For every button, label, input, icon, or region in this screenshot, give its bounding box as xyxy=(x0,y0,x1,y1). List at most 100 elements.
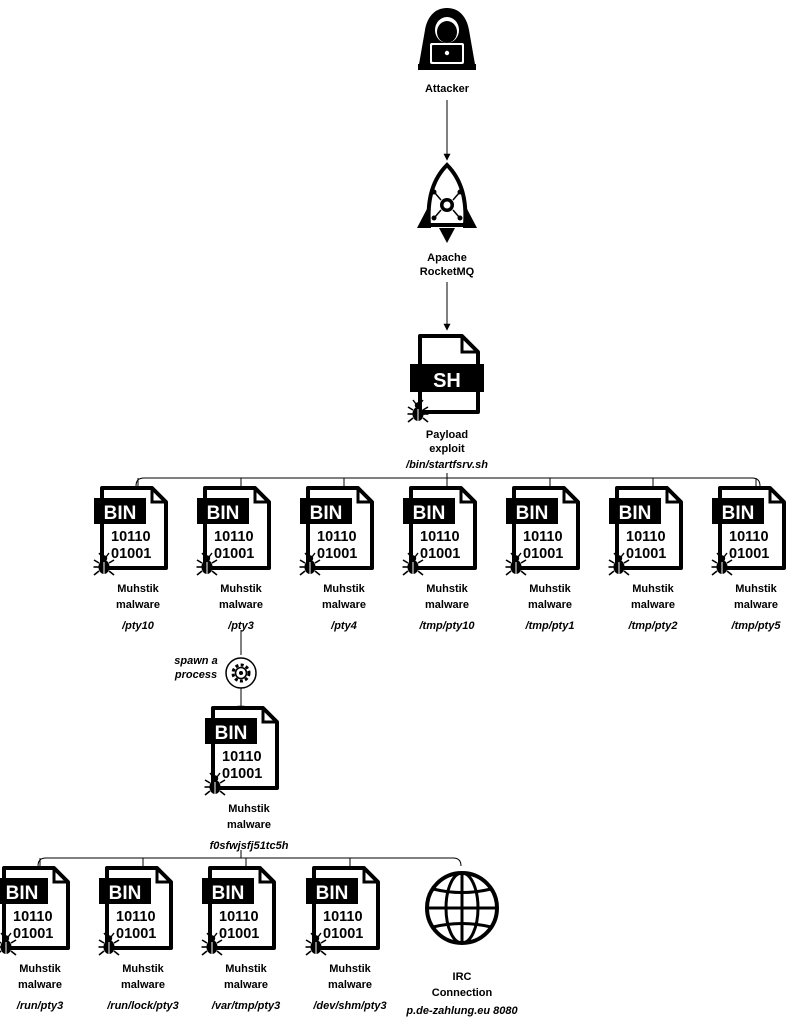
file-path: /tmp/pty5 xyxy=(731,620,782,632)
payload-path: /bin/startfsrv.sh xyxy=(405,459,488,471)
file-path: /dev/shm/pty3 xyxy=(312,1000,386,1012)
file-fold xyxy=(150,488,166,504)
bin-tag-box xyxy=(300,498,352,524)
file-fold xyxy=(362,868,378,884)
malware-label-line1: Muhstik xyxy=(323,583,365,595)
bin-tag: BIN xyxy=(207,503,240,524)
bin-line2: 01001 xyxy=(626,546,666,562)
bin-line1: 10110 xyxy=(222,749,262,765)
bin-line2: 01001 xyxy=(729,546,769,562)
file-path: /tmp/pty1 xyxy=(525,620,575,632)
bin-line1: 10110 xyxy=(323,909,363,925)
bin-tag-box xyxy=(94,498,146,524)
bin-line1: 10110 xyxy=(214,529,254,545)
bin-line2: 01001 xyxy=(317,546,357,562)
file-fold xyxy=(258,868,274,884)
bin-tag-box xyxy=(202,878,254,904)
bin-tag: BIN xyxy=(215,723,248,744)
malware-label-line2: malware xyxy=(224,979,268,991)
spawn-label-line2: process xyxy=(174,669,217,681)
file-path: /pty3 xyxy=(227,620,254,632)
bin-tag-box xyxy=(0,878,48,904)
attacker-label: Attacker xyxy=(425,83,470,95)
bin-line1: 10110 xyxy=(219,909,259,925)
file-fold xyxy=(52,868,68,884)
file-fold xyxy=(155,868,171,884)
malware-label-line2: malware xyxy=(734,599,778,611)
bin-tag-box xyxy=(506,498,558,524)
bin-line2: 01001 xyxy=(222,766,262,782)
bin-line2: 01001 xyxy=(116,926,156,942)
malware-label-line2: malware xyxy=(227,819,271,831)
file-fold xyxy=(356,488,372,504)
bin-tag-box xyxy=(306,878,358,904)
malware-label-line2: malware xyxy=(528,599,572,611)
attacker-icon xyxy=(418,8,476,70)
malware-node: BIN1011001001Muhstikmalware/run/lock/pty… xyxy=(97,866,179,1012)
payload-label-line2: exploit xyxy=(429,443,465,455)
bin-line2: 01001 xyxy=(13,926,53,942)
bin-line1: 10110 xyxy=(111,529,151,545)
file-path: f0sfwjsfj51tc5h xyxy=(210,840,289,852)
rocketmq-label-line1: Apache xyxy=(427,252,467,264)
malware-label-line2: malware xyxy=(425,599,469,611)
payload-label-line1: Payload xyxy=(426,429,468,441)
bin-line1: 10110 xyxy=(523,529,563,545)
bin-line1: 10110 xyxy=(626,529,666,545)
globe-icon xyxy=(425,871,499,945)
bin-line1: 10110 xyxy=(317,529,357,545)
file-fold xyxy=(261,708,277,724)
file-path: /run/pty3 xyxy=(16,1000,63,1012)
irc-label-line1: IRC xyxy=(453,971,472,983)
sh-file-icon: SH xyxy=(406,334,484,423)
malware-label-line1: Muhstik xyxy=(329,963,371,975)
file-path: /pty4 xyxy=(330,620,357,632)
bin-tag: BIN xyxy=(722,503,755,524)
malware-label-line1: Muhstik xyxy=(426,583,468,595)
rocket-icon xyxy=(417,162,477,243)
malware-label-line1: Muhstik xyxy=(220,583,262,595)
file-path: /tmp/pty10 xyxy=(418,620,475,632)
irc-label-line2: Connection xyxy=(432,987,493,999)
bin-tag-box xyxy=(197,498,249,524)
malware-label-line2: malware xyxy=(219,599,263,611)
connector-row1 xyxy=(135,473,761,487)
malware-label-line2: malware xyxy=(116,599,160,611)
payload-tag: SH xyxy=(433,370,461,392)
bin-tag-box xyxy=(609,498,661,524)
file-path: /run/lock/pty3 xyxy=(106,1000,179,1012)
bin-line1: 10110 xyxy=(116,909,156,925)
bin-line1: 10110 xyxy=(729,529,769,545)
bin-tag-box xyxy=(205,718,257,744)
bin-tag-box xyxy=(403,498,455,524)
bin-line2: 01001 xyxy=(323,926,363,942)
gear-icon xyxy=(225,657,257,689)
file-path: /pty10 xyxy=(121,620,155,632)
malware-label-line1: Muhstik xyxy=(117,583,159,595)
bin-tag: BIN xyxy=(6,883,39,904)
bin-tag: BIN xyxy=(212,883,245,904)
spawn-label-line1: spawn a xyxy=(174,655,217,667)
file-path: /tmp/pty2 xyxy=(628,620,678,632)
bin-tag-box xyxy=(712,498,764,524)
bin-tag: BIN xyxy=(310,503,343,524)
malware-label-line2: malware xyxy=(121,979,165,991)
bin-tag: BIN xyxy=(316,883,349,904)
malware-label-line2: malware xyxy=(322,599,366,611)
file-fold xyxy=(253,488,269,504)
malware-label-line1: Muhstik xyxy=(228,803,270,815)
bin-line2: 01001 xyxy=(420,546,460,562)
bin-tag-box xyxy=(99,878,151,904)
bin-line2: 01001 xyxy=(219,926,259,942)
